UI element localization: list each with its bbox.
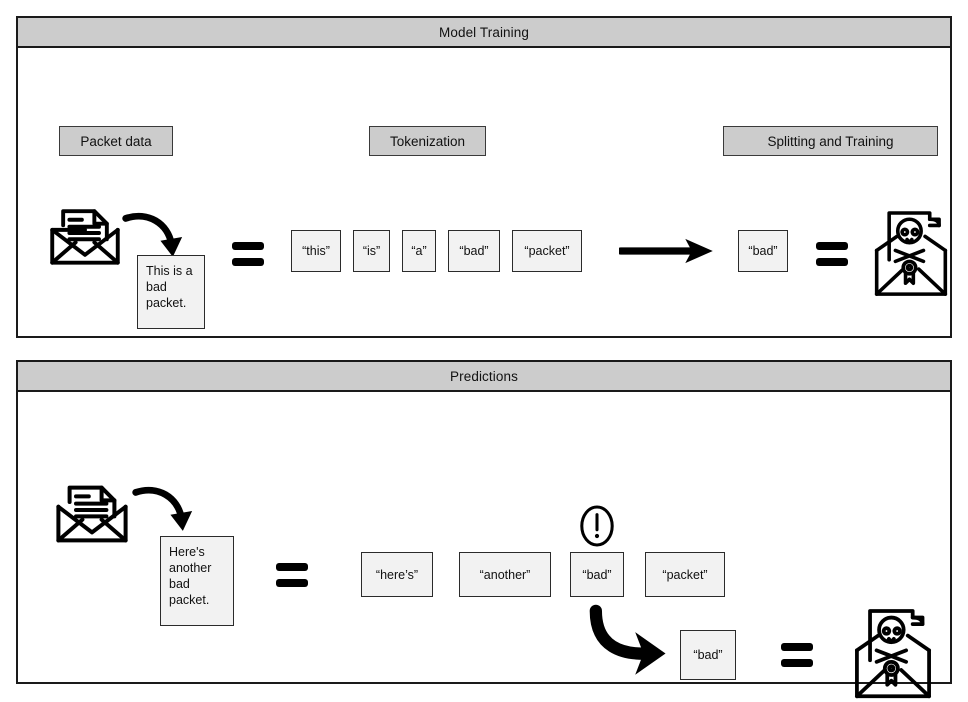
token-text: “packet”	[524, 244, 570, 258]
malicious-envelope-skull-icon	[872, 203, 950, 301]
token-text: “is”	[362, 244, 381, 258]
source-packet-note: This is a bad packet.	[137, 255, 205, 329]
token-box[interactable]: “packet”	[645, 552, 725, 597]
token-box[interactable]: “packet”	[512, 230, 582, 272]
curved-arrow-icon	[132, 480, 194, 542]
panel-predictions: Predictions Here's another bad packet.	[16, 360, 952, 699]
panel-body-model-training: Packet data Tokenization Splitting and T…	[18, 48, 950, 336]
equals-sign	[781, 643, 813, 669]
selected-token-box[interactable]: “bad”	[680, 630, 736, 680]
flagged-token-box[interactable]: “bad”	[570, 552, 624, 597]
curved-arrow-icon	[122, 206, 184, 268]
equals-sign	[816, 242, 848, 268]
token-text: “bad”	[459, 244, 489, 258]
stage-label-splitting-and-training[interactable]: Splitting and Training	[723, 126, 938, 156]
panel-header-predictions: Predictions	[18, 362, 950, 392]
panel-body-predictions: Here's another bad packet. “here’s” “ano…	[18, 392, 950, 699]
straight-arrow-icon	[619, 236, 716, 266]
token-text: “this”	[302, 244, 330, 258]
token-box[interactable]: “this”	[291, 230, 341, 272]
panel-title: Model Training	[439, 24, 529, 40]
token-text: “bad”	[748, 244, 778, 258]
token-text: “bad”	[582, 567, 612, 582]
open-envelope-document-icon	[46, 194, 124, 272]
token-box[interactable]: “is”	[353, 230, 390, 272]
stage-label-tokenization[interactable]: Tokenization	[369, 126, 486, 156]
token-text: “another”	[479, 567, 531, 582]
panel-header-model-training: Model Training	[18, 18, 950, 48]
token-box[interactable]: “bad”	[448, 230, 500, 272]
equals-sign	[232, 242, 264, 268]
stage-label-text: Packet data	[80, 133, 152, 149]
stage-label-text: Tokenization	[389, 133, 466, 149]
token-box[interactable]: “a”	[402, 230, 436, 272]
equals-sign	[276, 563, 308, 589]
curved-down-right-arrow-icon	[586, 604, 668, 680]
selected-token-box[interactable]: “bad”	[738, 230, 788, 272]
token-text: “bad”	[693, 648, 723, 662]
token-text: “packet”	[662, 567, 708, 582]
panel-model-training: Model Training Packet data Tokenization …	[16, 16, 952, 338]
stage-label-text: Splitting and Training	[767, 133, 894, 149]
source-packet-note: Here's another bad packet.	[160, 536, 234, 626]
open-envelope-document-icon	[52, 470, 132, 550]
exclamation-circle-icon	[578, 502, 616, 550]
token-box[interactable]: “here’s”	[361, 552, 433, 597]
token-text: “here’s”	[375, 567, 419, 582]
panel-title: Predictions	[450, 368, 518, 384]
token-box[interactable]: “another”	[459, 552, 551, 597]
stage-label-packet-data[interactable]: Packet data	[59, 126, 173, 156]
token-text: “a”	[411, 244, 427, 258]
malicious-envelope-skull-icon	[852, 602, 934, 702]
